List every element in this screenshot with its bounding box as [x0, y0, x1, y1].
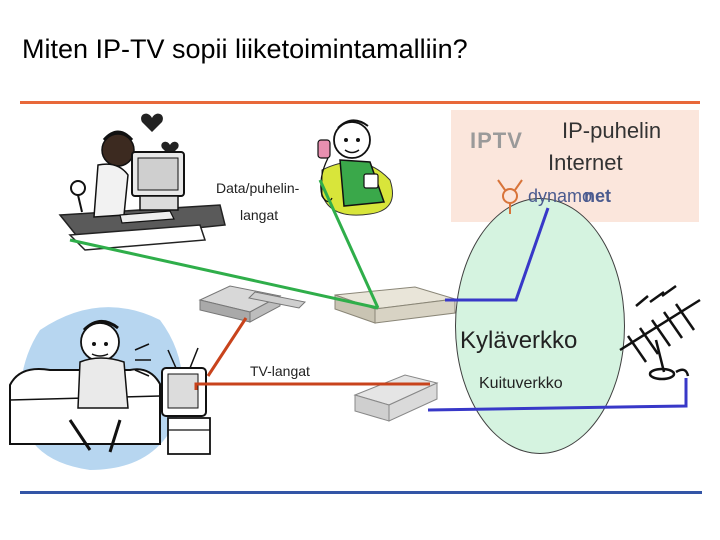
computer-user-illustration — [58, 113, 226, 251]
service-provider-box — [451, 110, 699, 222]
internet-label: Internet — [548, 150, 623, 175]
brand-suffix-text: net — [584, 186, 611, 206]
antenna-icon — [619, 284, 701, 381]
top-divider — [20, 101, 700, 104]
brand-prefix-text: dynamo — [528, 186, 592, 206]
set-top-box-icon — [198, 285, 307, 323]
data-cable-lines — [69, 179, 380, 310]
data-phone-cables-label: Data/puhelin- — [216, 180, 300, 196]
tv-cables-label: TV-langat — [250, 363, 310, 379]
page-title: Miten IP-TV sopii liiketoimintamalliin? — [22, 34, 468, 64]
ip-phone-label: IP-puhelin — [562, 118, 662, 143]
phone-user-illustration — [317, 119, 393, 216]
tv-cable-lines — [194, 317, 430, 390]
bottom-divider — [20, 491, 702, 494]
dynamonet-logo: dynamo net — [497, 179, 611, 214]
iptv-label: IPTV — [470, 128, 523, 153]
modem-router-icon — [334, 286, 456, 324]
data-phone-cables-label-cont: langat — [240, 207, 279, 223]
fiber-terminal-icon — [353, 374, 439, 422]
village-network-ellipse — [455, 198, 625, 454]
tv-viewer-illustration — [9, 307, 211, 470]
fiber-network-label: Kuituverkko — [479, 375, 563, 392]
fiber-cable-lines — [427, 207, 688, 412]
village-network-label: Kyläverkko — [460, 327, 578, 354]
